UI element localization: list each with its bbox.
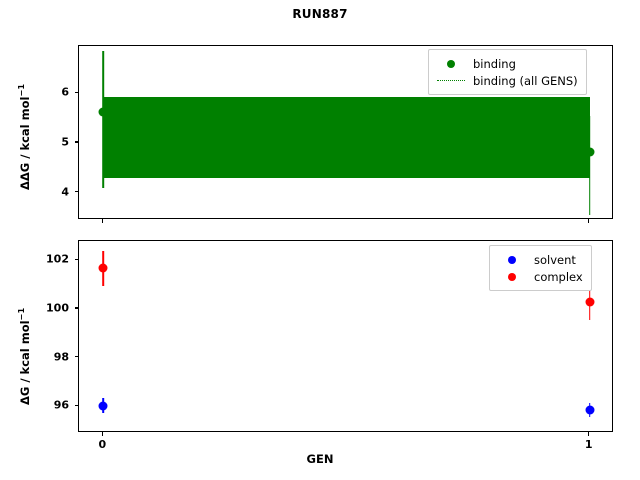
top-y-axis-label-exponent: −1	[16, 83, 26, 97]
y-tick-label: 5	[61, 135, 69, 149]
legend-label-complex: complex	[534, 269, 583, 284]
top-y-axis-label-text: ΔΔG / kcal mol	[17, 96, 32, 190]
legend-item-binding-all-gens[interactable]: binding (all GENS)	[435, 72, 578, 89]
legend-item-binding[interactable]: binding	[435, 55, 578, 72]
bottom-y-axis-label: ΔG / kcal mol−1	[16, 308, 32, 405]
y-tick-label: 96	[53, 398, 69, 412]
x-tick-mark	[588, 219, 590, 223]
top-y-axis-label: ΔΔG / kcal mol−1	[16, 84, 32, 190]
y-tick-label: 98	[53, 350, 69, 364]
y-tick-label: 6	[61, 85, 69, 99]
data-point-complex[interactable]	[98, 263, 108, 273]
data-point-complex[interactable]	[585, 297, 595, 307]
legend-label-solvent: solvent	[534, 252, 576, 267]
bottom-y-axis-label-text: ΔG / kcal mol	[17, 320, 32, 405]
legend-label-binding-all-gens: binding (all GENS)	[473, 73, 578, 88]
top-legend[interactable]: binding binding (all GENS)	[428, 49, 587, 95]
legend-item-solvent[interactable]: solvent	[496, 251, 583, 268]
all-gens-mean-line	[103, 125, 590, 127]
bottom-legend[interactable]: solvent complex	[489, 245, 592, 291]
legend-item-complex[interactable]: complex	[496, 268, 583, 285]
binding-marker-icon	[435, 59, 467, 68]
bottom-y-axis-label-exponent: −1	[16, 307, 26, 321]
y-tick-label: 4	[61, 185, 69, 199]
x-tick-mark	[588, 432, 590, 436]
x-tick-mark	[101, 219, 103, 223]
data-point-solvent[interactable]	[98, 401, 108, 411]
solvent-marker-icon	[496, 255, 528, 264]
y-tick-label: 100	[46, 301, 69, 315]
x-tick-mark	[101, 432, 103, 436]
data-point-solvent[interactable]	[585, 405, 595, 415]
binding-all-gens-line-icon	[435, 80, 467, 81]
y-tick-label: 102	[46, 252, 69, 266]
data-point-binding[interactable]	[585, 147, 595, 157]
x-axis-label: GEN	[306, 452, 334, 466]
legend-label-binding: binding	[473, 56, 516, 71]
error-bar	[588, 115, 591, 216]
x-tick-label: 0	[98, 438, 107, 451]
complex-marker-icon	[496, 272, 528, 281]
x-tick-label: 1	[584, 438, 593, 451]
all-gens-confidence-band	[103, 97, 590, 178]
figure-title: RUN887	[292, 7, 348, 21]
